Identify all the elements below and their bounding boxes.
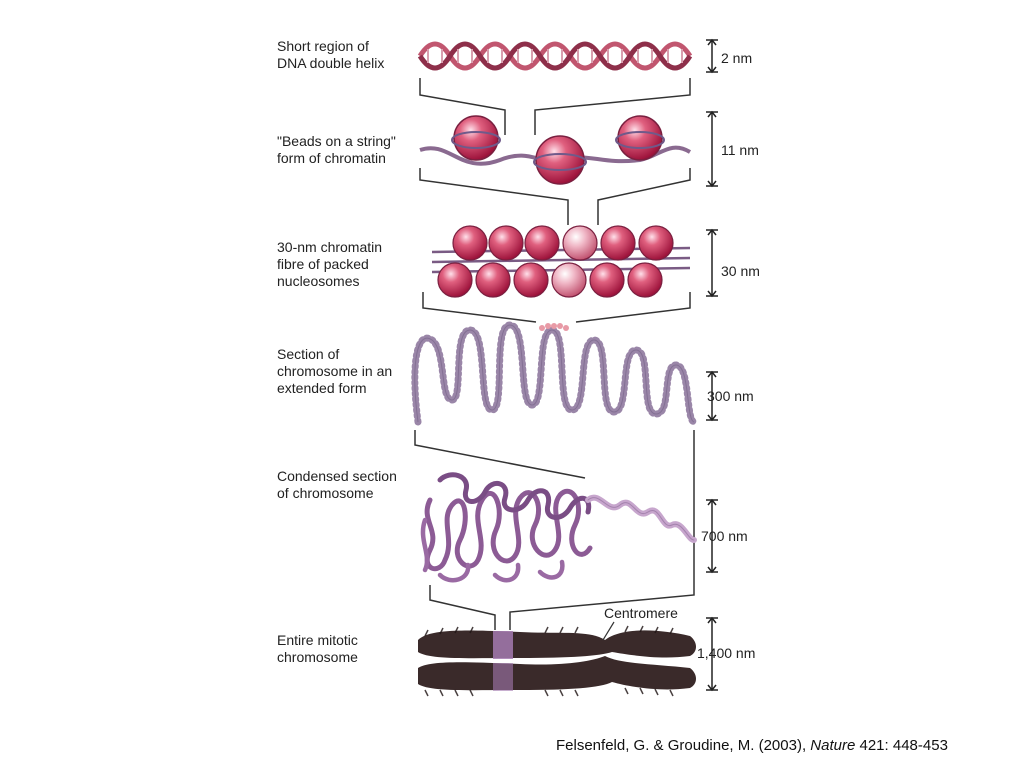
condensed-section (420, 472, 697, 583)
scale-bar-1400nm (706, 616, 718, 692)
scale-bar-300nm (706, 370, 718, 422)
scale-bar-2nm (706, 38, 718, 74)
scale-30nm: 30 nm (721, 263, 760, 279)
label-condensed-section: Condensed section of chromosome (277, 468, 397, 501)
label-30nm-fibre: 30-nm chromatin fibre of packed nucleoso… (277, 239, 383, 289)
mitotic-chromosome (418, 621, 696, 697)
connector-4 (414, 430, 695, 580)
connector-1 (419, 78, 691, 135)
dna-helix (417, 41, 693, 71)
scale-300nm: 300 nm (707, 388, 754, 404)
scale-bar-11nm (706, 110, 718, 188)
nucleosome-bottom-row (437, 262, 663, 298)
scale-bars (706, 38, 718, 692)
scale-bar-700nm (706, 498, 718, 574)
connector-5 (429, 580, 695, 630)
label-dna-helix: Short region of DNA double helix (277, 38, 385, 71)
label-extended-chromosome: Section of chromosome in an extended for… (277, 346, 393, 396)
citation: Felsenfeld, G. & Groudine, M. (2003), Na… (556, 737, 948, 754)
citation-ref: 421: 448-453 (859, 737, 948, 754)
fibre-30nm (431, 225, 691, 298)
citation-journal: Nature (810, 737, 856, 754)
connector-3 (422, 292, 691, 323)
extended-chromosome-loops (411, 321, 698, 426)
label-beads-on-string: "Beads on a string" form of chromatin (277, 133, 396, 166)
label-mitotic-chromosome: Entire mitotic chromosome (277, 632, 358, 665)
scale-11nm: 11 nm (721, 142, 759, 158)
scale-bar-30nm (706, 228, 718, 298)
citation-authors: Felsenfeld, G. & Groudine, M. (2003), (556, 737, 807, 754)
scale-2nm: 2 nm (721, 50, 753, 66)
nucleosome-top-row (452, 225, 674, 261)
centromere-label: Centromere (604, 605, 678, 621)
connector-2 (419, 168, 691, 225)
beads-on-string (419, 115, 692, 185)
